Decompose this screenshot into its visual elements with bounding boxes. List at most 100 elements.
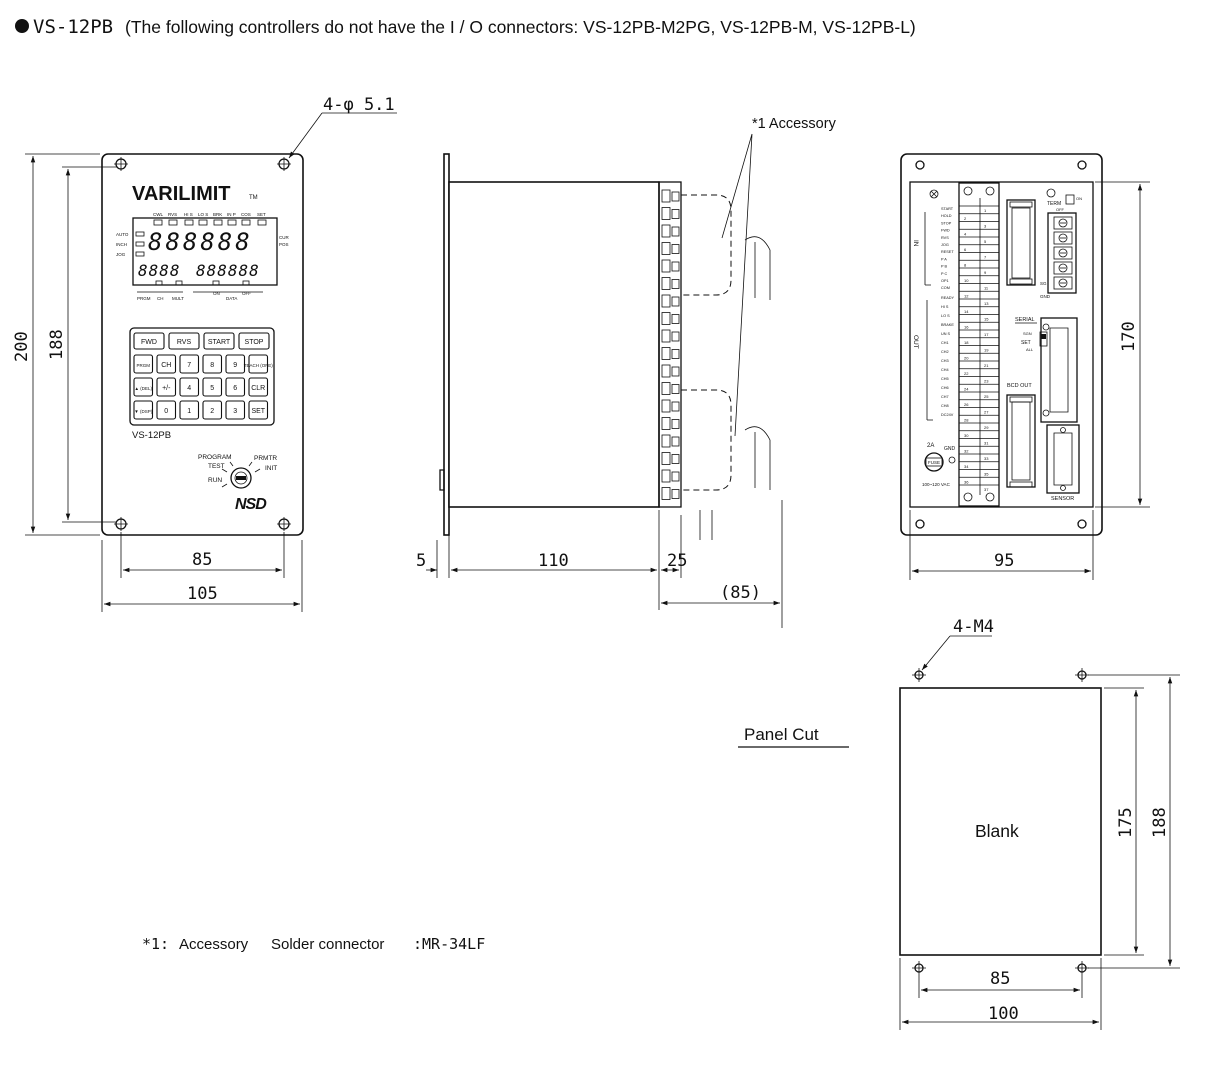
in-signal-label: P A [941, 257, 947, 261]
label-off: OFF [242, 291, 251, 296]
key[interactable]: 1 [179, 400, 200, 420]
key[interactable]: CLR [248, 377, 269, 397]
key[interactable]: 5 [202, 377, 223, 397]
side-terminal [661, 329, 671, 343]
key[interactable]: +/- [156, 377, 177, 397]
terminal-number: 18 [964, 340, 969, 345]
indicator-led [241, 219, 251, 226]
terminal-number: 9 [984, 270, 987, 275]
side-terminal [661, 242, 671, 255]
key[interactable]: FWD [133, 332, 165, 350]
key-label: PRGM [137, 363, 151, 368]
key[interactable]: 8 [202, 354, 223, 374]
key[interactable]: 2 [202, 400, 223, 420]
key[interactable]: 3 [225, 400, 246, 420]
holes-callout-leader [288, 112, 323, 159]
side-body [448, 181, 660, 508]
key[interactable]: START [203, 332, 235, 350]
side-terminal-screw [671, 314, 680, 324]
key-label: FWD [141, 339, 157, 346]
indicator-led [227, 219, 237, 226]
indicator-led [184, 219, 194, 226]
terminal-number: 27 [984, 410, 989, 415]
serial-switch[interactable] [1039, 331, 1048, 347]
dim-cut-width-holes: 85 [990, 969, 1010, 989]
key-label: 8 [210, 362, 214, 369]
terminal-number: 13 [984, 301, 989, 306]
key[interactable]: ▼ (DSP) [133, 400, 154, 420]
out-signal-label: CH2 [941, 350, 949, 354]
terminal-number: 6 [964, 247, 967, 252]
power-terminal-screw [1058, 233, 1068, 243]
key-label: 7 [187, 362, 191, 369]
key[interactable]: 7 [179, 354, 200, 374]
accessory-connectors [681, 194, 771, 540]
indicator-label: IN P [227, 212, 236, 217]
model-label: VS-12PB [132, 430, 171, 441]
rear-dimensions: 170 95 [909, 181, 1150, 580]
key[interactable]: TEACH (OPE) [244, 354, 274, 374]
header-note: (The following controllers do not have t… [125, 17, 916, 37]
key[interactable]: PRGM [133, 354, 154, 374]
side-terminal [661, 347, 671, 360]
terminal-number: 37 [984, 487, 989, 492]
fuse-holder[interactable] [924, 452, 944, 472]
mode-led [135, 231, 145, 237]
sensor-connector [1046, 424, 1080, 494]
key[interactable]: CH [156, 354, 177, 374]
top-connector [1006, 199, 1036, 286]
key[interactable]: SET [248, 400, 269, 420]
terminal-number: 23 [984, 379, 989, 384]
key[interactable]: 9 [225, 354, 246, 374]
key-label: STOP [245, 339, 264, 346]
side-label-pos: POS [279, 242, 289, 247]
io-terminal-strip [958, 182, 1000, 507]
serial-set: SET [1021, 340, 1031, 346]
indicator-label: CWL [153, 212, 163, 217]
dim-rear-height: 170 [1119, 321, 1139, 352]
terminal-number: 7 [984, 255, 987, 260]
side-terminal-screw [671, 244, 680, 254]
selector-prmtr: PRMTR [254, 455, 277, 462]
panel-cut-title: Panel Cut [744, 725, 819, 744]
key[interactable]: 0 [156, 400, 177, 420]
key[interactable]: 4 [179, 377, 200, 397]
fuse-text: FUSE [928, 460, 940, 465]
key-label: 9 [233, 362, 237, 369]
indicator-led [168, 219, 178, 226]
side-view: *1 Accessory 5 110 25 (85) [416, 116, 837, 628]
terminal-number: 34 [964, 464, 969, 469]
side-terminal [661, 364, 671, 378]
io-brackets [924, 212, 933, 421]
selector-init: INIT [265, 465, 277, 472]
side-terminal [661, 469, 671, 483]
out-signal-label: CH5 [941, 377, 949, 381]
key[interactable]: 6 [225, 377, 246, 397]
key[interactable]: RVS [168, 332, 200, 350]
side-terminal [661, 452, 671, 465]
footnote-marker: *1: [142, 935, 169, 953]
term-on: ON [1076, 196, 1082, 201]
in-signal-label: START [941, 207, 954, 211]
label-mult: MULT [172, 296, 184, 301]
side-terminal-screw [671, 436, 680, 447]
indicator-label: SET [257, 212, 266, 217]
keypad-frame [129, 327, 275, 426]
dim-cut-height-inner: 175 [1116, 807, 1136, 838]
side-terminal-screw [671, 454, 680, 464]
selector-program: PROGRAM [198, 454, 232, 461]
terminal-number: 28 [964, 417, 969, 422]
key[interactable]: STOP [238, 332, 270, 350]
side-terminal-screw [671, 401, 680, 412]
side-terminal-screw [671, 209, 680, 219]
terminal-number: 33 [984, 456, 989, 461]
key[interactable]: ▲ (DEL) [133, 377, 154, 397]
header-model: VS-12PB [33, 16, 113, 38]
dim-front-height-outer: 200 [12, 331, 32, 362]
side-dimensions: 5 110 25 (85) [416, 500, 783, 628]
terminal-block [658, 181, 682, 508]
side-terminal-screw [671, 349, 680, 359]
selector-knob[interactable] [230, 467, 252, 489]
